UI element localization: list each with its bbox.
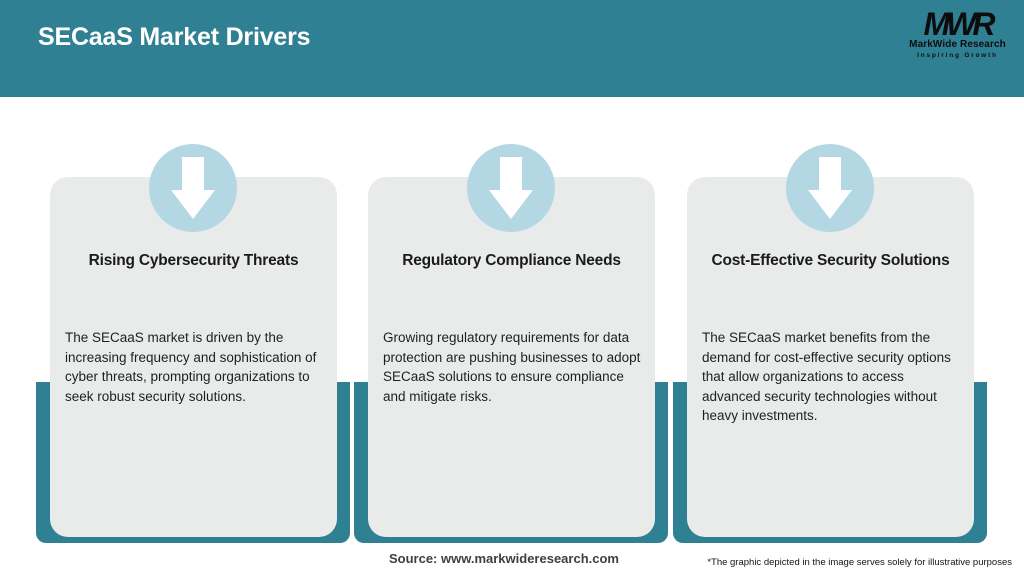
driver-card-cost-effective-security-solutions: Cost-Effective Security Solutions The SE… [673, 0, 987, 576]
driver-card-rising-cybersecurity-threats: Rising Cybersecurity Threats The SECaaS … [36, 0, 350, 576]
card-body: Growing regulatory requirements for data… [383, 330, 641, 404]
driver-card-regulatory-compliance-needs: Regulatory Compliance Needs Growing regu… [354, 0, 668, 576]
footer-source: Source: www.markwideresearch.com [388, 551, 619, 566]
card-panel [687, 177, 974, 537]
card-panel [50, 177, 337, 537]
card-title: Regulatory Compliance Needs [402, 252, 621, 269]
down-arrow-icon [149, 144, 237, 232]
card-title: Cost-Effective Security Solutions [711, 252, 950, 269]
card-panel [368, 177, 655, 537]
logo-tagline: Inspiring Growth [917, 52, 998, 59]
logo-monogram: MWR [923, 6, 996, 42]
down-arrow-icon [786, 144, 874, 232]
card-body: The SECaaS market benefits from the dema… [702, 330, 951, 424]
markwide-research-logo: MWR MarkWide Research Inspiring Growth [905, 6, 1010, 60]
down-arrow-icon [467, 144, 555, 232]
page-title: SECaaS Market Drivers [38, 23, 311, 51]
card-body: The SECaaS market is driven by the incre… [65, 330, 317, 404]
card-title: Rising Cybersecurity Threats [88, 252, 299, 269]
header-bar: SECaaS Market Drivers MWR MarkWide Resea… [0, 0, 1024, 97]
logo-name: MarkWide Research [909, 39, 1006, 50]
footer-disclaimer: *The graphic depicted in the image serve… [707, 557, 1012, 568]
